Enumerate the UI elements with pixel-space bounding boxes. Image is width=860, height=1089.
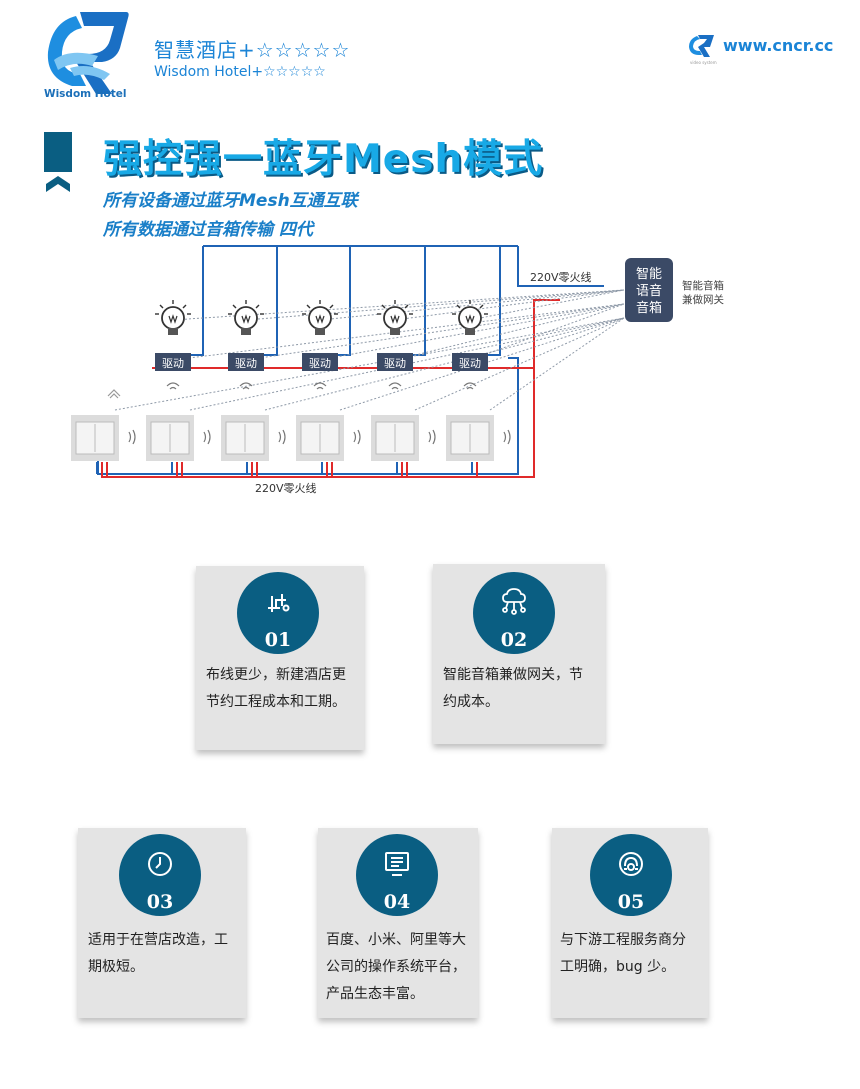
mesh-link [319, 289, 625, 321]
driver-label: 驱动 [235, 357, 257, 370]
light-bulb-icon [452, 300, 488, 335]
driver-label: 驱动 [384, 357, 406, 370]
feature-badge: 01 [237, 572, 319, 654]
wire [517, 246, 604, 287]
mesh-link [245, 303, 625, 361]
wifi-icon [166, 382, 180, 390]
wire [190, 246, 204, 356]
line-label-top: 220V零火线 [530, 270, 592, 284]
site-logo-caption: video system [690, 60, 717, 65]
wireless-signal-icon [278, 429, 286, 445]
headset-service-icon [619, 852, 643, 876]
driver-box [452, 353, 488, 371]
feature-badge: 04 [356, 834, 438, 916]
mesh-wiring-diagram: 驱动 驱动 驱动 驱动 驱动 智能 语音 音箱 智能音箱 兼做网关 220V零火线 22… [71, 245, 724, 495]
feature-text: 智能音箱兼做网关，节 约成本。 [443, 667, 583, 710]
company-logo-icon [47, 12, 129, 94]
wireless-signal-icon [203, 429, 211, 445]
wiring-icon [268, 594, 290, 612]
feature-number: 01 [264, 629, 292, 651]
feature-number: 04 [383, 891, 411, 913]
light-bulb-icon [302, 300, 338, 335]
clock-icon [148, 852, 172, 876]
light-bulb-icon [155, 300, 191, 335]
speaker-note-line: 智能音箱 [682, 279, 724, 292]
wireless-signal-icon [503, 429, 511, 445]
feature-card-02: 02 智能音箱兼做网关，节 约成本。 [433, 564, 605, 744]
light-bulb-icon [377, 300, 413, 335]
wifi-icon [388, 382, 402, 390]
driver-box [302, 353, 338, 371]
light-bulb-icon [228, 300, 264, 335]
feature-number: 03 [146, 891, 174, 913]
site-logo-icon [689, 35, 714, 57]
wire [412, 246, 426, 356]
driver-label: 驱动 [459, 357, 481, 370]
driver-box [155, 353, 191, 371]
feature-badge: 03 [119, 834, 201, 916]
driver-label: 驱动 [309, 357, 331, 370]
feature-text: 布线更少，新建酒店更 节约工程成本和工期。 [206, 667, 346, 710]
wifi-icon [239, 382, 253, 390]
mesh-link [394, 303, 625, 361]
wifi-icon [313, 382, 327, 390]
driver-box [228, 353, 264, 371]
feature-text: 适用于在营店改造，工 期极短。 [88, 932, 228, 975]
wire [263, 246, 278, 356]
page-title: 强控强一蓝牙Mesh模式 [103, 137, 544, 182]
feature-number: 05 [617, 891, 645, 913]
mesh-link [414, 317, 625, 411]
mesh-link [489, 317, 625, 411]
speaker-label-line: 音箱 [636, 300, 662, 316]
mesh-link [264, 317, 625, 411]
wire [487, 246, 501, 356]
smart-speaker-box [625, 258, 673, 322]
line-label-bottom: 220V零火线 [255, 481, 317, 495]
wireless-signal-icon [128, 429, 136, 445]
feature-badge: 05 [590, 834, 672, 916]
feature-number: 02 [500, 629, 528, 651]
mesh-link [394, 289, 625, 321]
driver-label: 驱动 [162, 357, 184, 370]
brand-name-cn: 智慧酒店+☆☆☆☆☆ [154, 38, 351, 62]
mesh-link [469, 303, 625, 361]
wifi-icon [463, 382, 477, 390]
wireless-signal-icon [353, 429, 361, 445]
speaker-label-line: 智能 [636, 267, 662, 282]
mesh-link [319, 303, 625, 361]
subtitle-line-1: 所有设备通过蓝牙Mesh互通互联 [103, 191, 358, 211]
speaker-note-line: 兼做网关 [682, 293, 724, 306]
mesh-link [114, 317, 625, 411]
feature-text: 与下游工程服务商分 工明确，bug 少。 [560, 932, 686, 975]
feature-card-04: 04 百度、小米、阿里等大 公司的操作系统平台， 产品生态丰富。 [318, 828, 478, 1018]
feature-card-01: 01 布线更少，新建酒店更 节约工程成本和工期。 [196, 566, 364, 750]
mesh-link [245, 289, 625, 321]
feature-card-05: 05 与下游工程服务商分 工明确，bug 少。 [552, 828, 708, 1018]
feature-card-03: 03 适用于在营店改造，工 期极短。 [78, 828, 246, 1018]
driver-box [377, 353, 413, 371]
feature-badge: 02 [473, 572, 555, 654]
speaker-label-line: 语音 [636, 283, 662, 299]
wire [337, 246, 351, 356]
wireless-signal-icon [428, 429, 436, 445]
cloud-network-icon [502, 588, 526, 615]
feature-text: 百度、小米、阿里等大 公司的操作系统平台， 产品生态丰富。 [326, 932, 466, 1002]
subtitle-line-2: 所有数据通过音箱传输 四代 [103, 220, 313, 240]
logo-caption: Wisdom Hotel [44, 88, 127, 100]
signal-icon [107, 389, 121, 399]
brand-name-en: Wisdom Hotel+☆☆☆☆☆ [154, 64, 326, 80]
site-url-link[interactable]: www.cncr.cc [723, 36, 834, 55]
title-marker-icon [44, 132, 72, 192]
platform-icon [385, 852, 409, 876]
mesh-link [172, 289, 625, 321]
